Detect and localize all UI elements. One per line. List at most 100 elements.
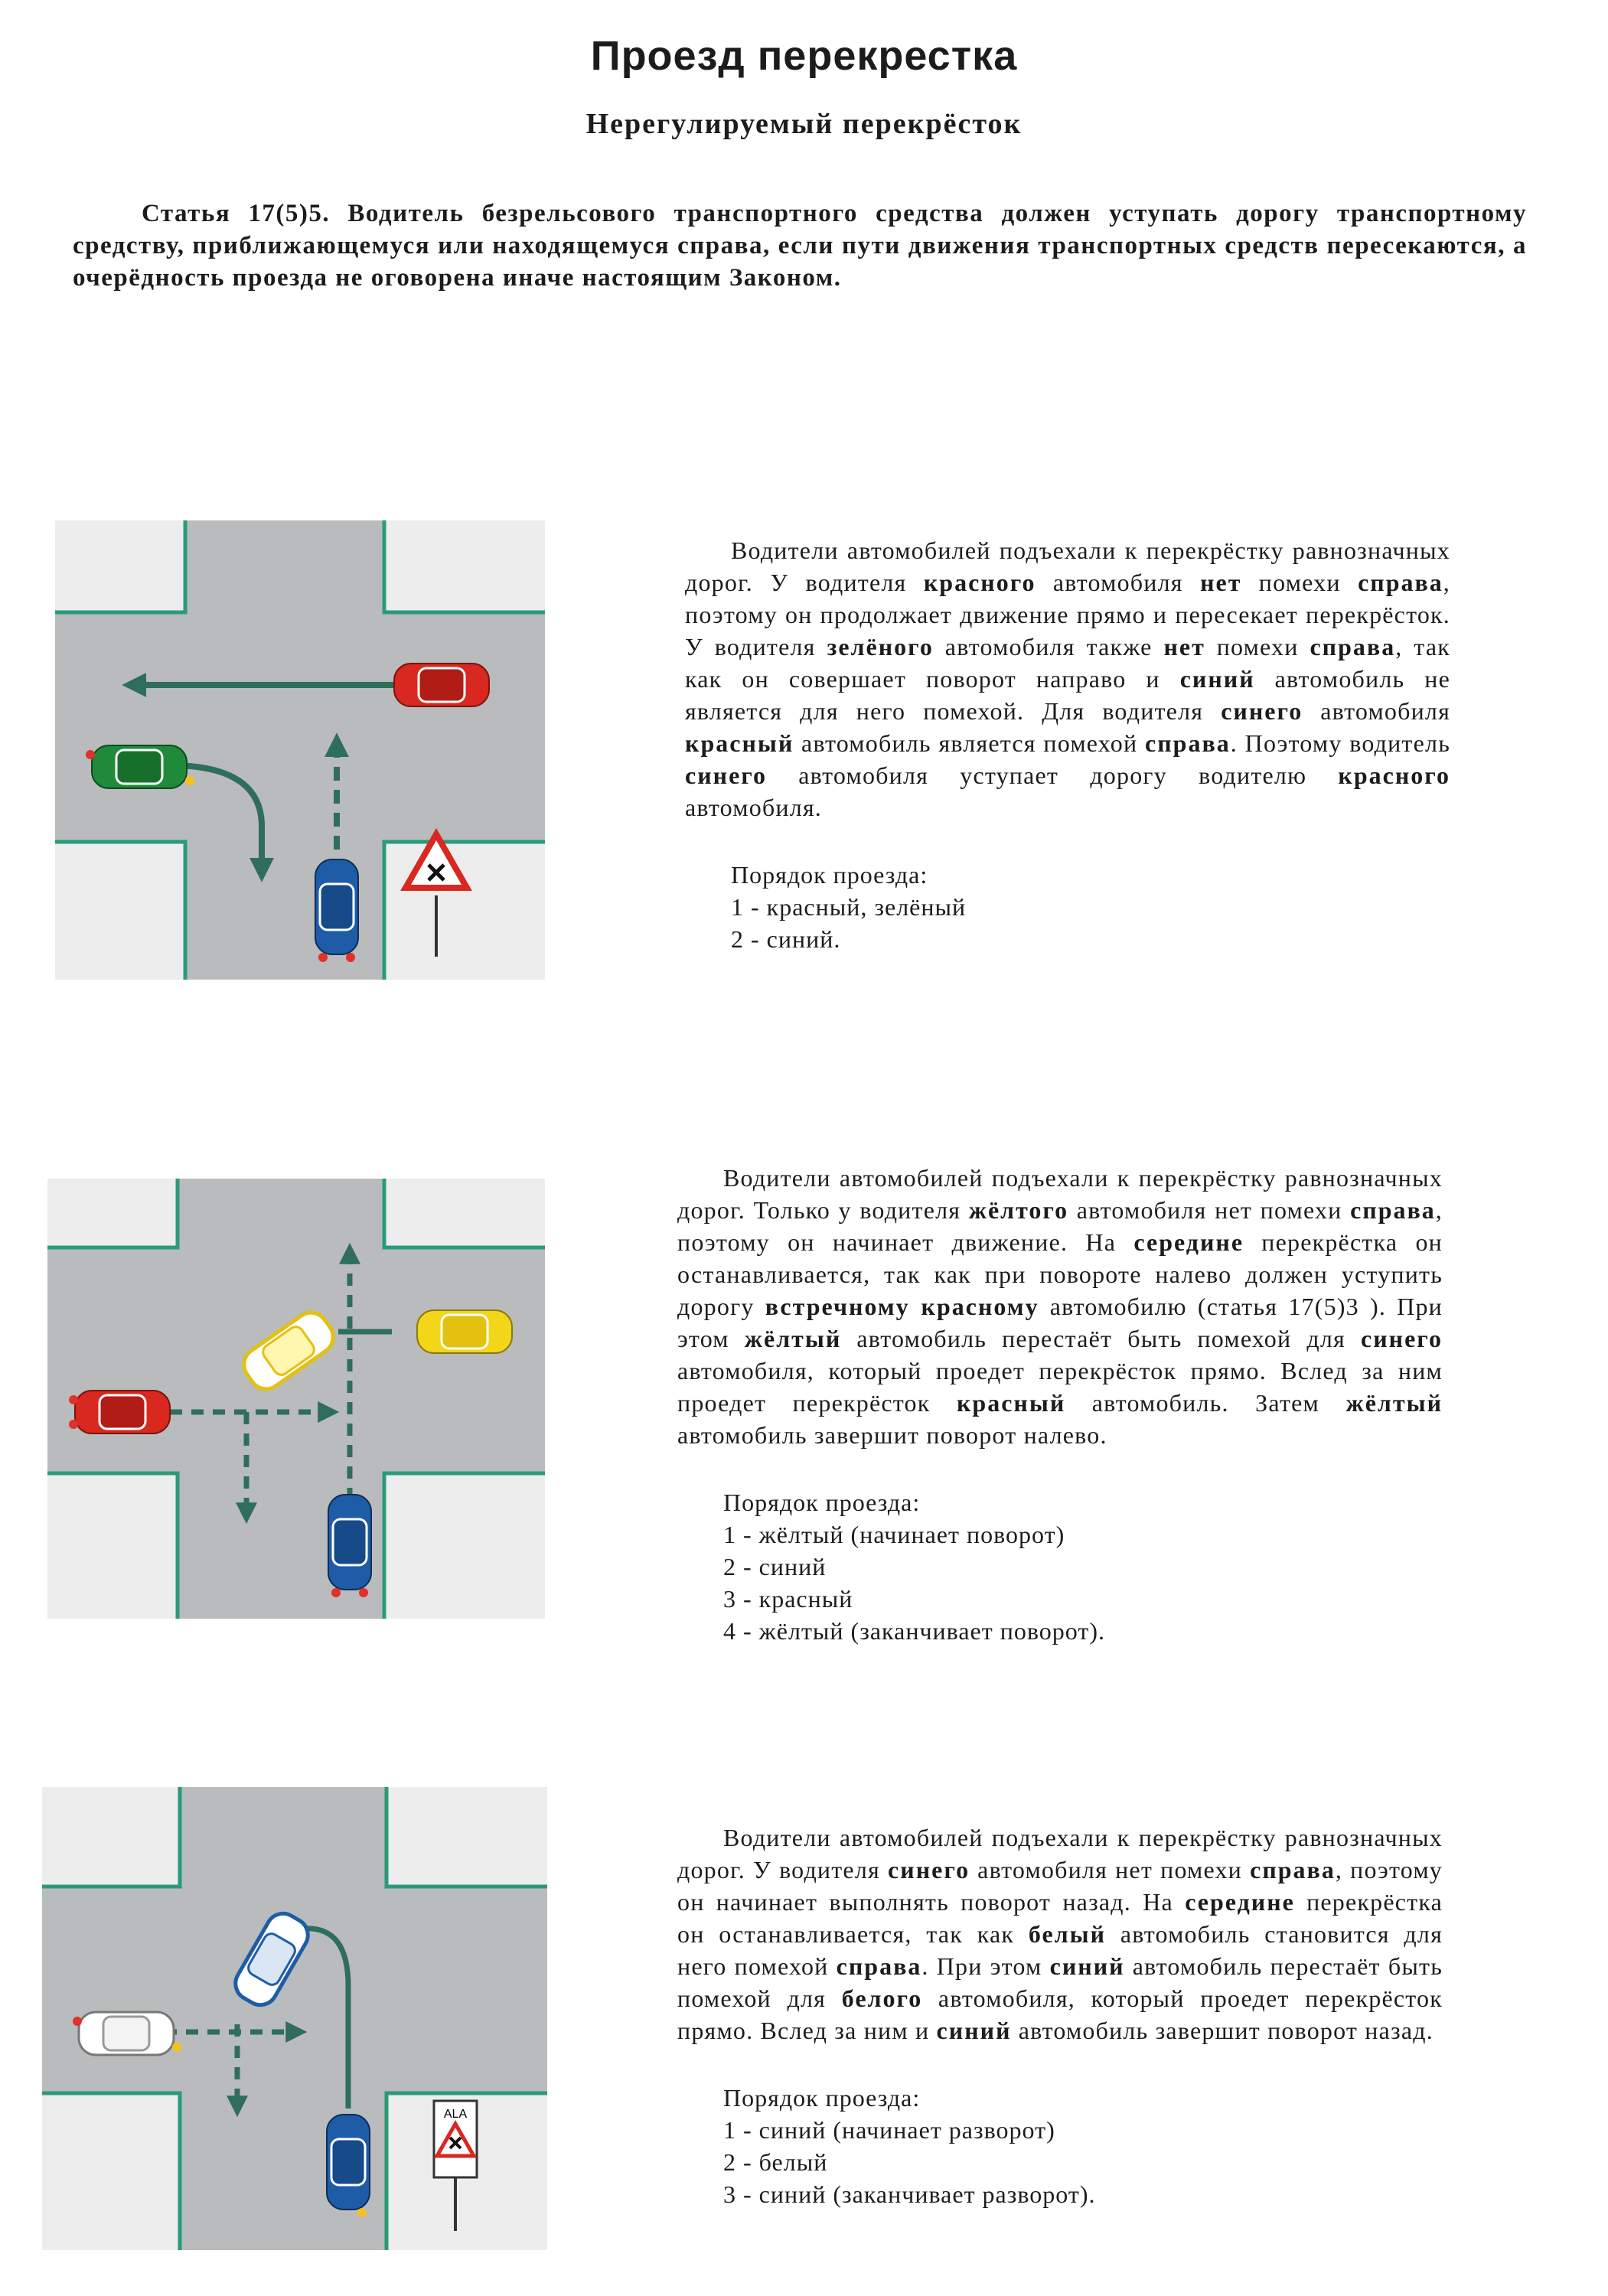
paragraph-text: автомобиль является помехой xyxy=(794,729,1146,757)
blue-car xyxy=(326,2114,370,2217)
red-car xyxy=(393,663,490,707)
emphasis-text: справа xyxy=(836,1952,922,1980)
paragraph-text: автомобиль становится для него помехой xyxy=(677,1920,1443,1980)
paragraph-text: автомобиля также xyxy=(933,633,1164,660)
paragraph-text: Водители автомобилей подъехали к перекрё… xyxy=(677,1824,1443,1883)
emphasis-text: белый xyxy=(1028,1920,1107,1948)
section-1-order: Порядок проезда: 1 - красный, зелёный 2 … xyxy=(685,859,966,955)
paragraph-text: автомобиля, который проедет перекрёсток … xyxy=(677,1357,1443,1417)
sidewalk-corner xyxy=(387,1787,547,1887)
emphasis-text: зелёного xyxy=(827,633,934,660)
emphasis-text: встречному красному xyxy=(765,1293,1039,1320)
paragraph-text: Водители автомобилей подъехали к перекрё… xyxy=(685,536,1450,596)
paragraph-text: автомобиль завершит поворот налево. xyxy=(677,1421,1107,1449)
priority-intersection-sign xyxy=(400,827,472,957)
emphasis-text: середине xyxy=(1133,1228,1244,1256)
paragraph-text: , поэтому он начинает движение. На xyxy=(677,1196,1443,1256)
order-item: 2 - белый xyxy=(723,2148,828,2176)
emphasis-text: жёлтый xyxy=(744,1325,842,1352)
paragraph-text: . Поэтому водитель xyxy=(1230,729,1450,757)
section-2-order: Порядок проезда: 1 - жёлтый (начинает по… xyxy=(677,1486,1105,1647)
paragraph-text: . При этом xyxy=(921,1952,1050,1980)
paragraph-text: автомобиля нет помехи xyxy=(1068,1196,1351,1224)
sidewalk-corner xyxy=(384,1473,545,1619)
emphasis-text: жёлтого xyxy=(968,1196,1069,1224)
section-3-order: Порядок проезда: 1 - синий (начинает раз… xyxy=(677,2082,1096,2210)
emphasis-text: синий xyxy=(1049,1952,1125,1980)
sidewalk-corner xyxy=(47,1179,178,1247)
sidewalk-corner xyxy=(42,2093,180,2250)
emphasis-text: белого xyxy=(841,1985,923,2012)
paragraph-text: помехи xyxy=(1241,569,1358,596)
emphasis-text: справа xyxy=(1310,633,1396,660)
emphasis-text: синего xyxy=(1221,697,1303,725)
emphasis-text: справа xyxy=(1250,1856,1336,1883)
emphasis-text: синий xyxy=(1179,665,1255,693)
blue-car xyxy=(315,859,359,962)
curb xyxy=(42,1787,547,2250)
emphasis-text: нет xyxy=(1200,569,1242,596)
paragraph-text: автомобиля. xyxy=(685,794,823,821)
curb xyxy=(47,1179,545,1619)
green-car-path-arrow xyxy=(169,762,274,882)
sidewalk-corner xyxy=(47,1473,178,1619)
paragraph-text: автомобиля уступает дорогу водителю xyxy=(767,762,1339,789)
emphasis-text: красного xyxy=(1338,762,1450,789)
paragraph-text: , поэтому он продолжает движение прямо и… xyxy=(685,569,1450,660)
order-item: 3 - красный xyxy=(723,1585,853,1613)
curb xyxy=(55,520,545,980)
emphasis-text: справа xyxy=(1350,1196,1436,1224)
emphasis-text: красный xyxy=(956,1389,1066,1417)
paragraph-text: перекрёстка он останавливается, так как … xyxy=(677,1228,1443,1320)
paragraph-text: , поэтому он начинает выполнять поворот … xyxy=(677,1856,1443,1916)
sign-with-plate: ALA xyxy=(432,2099,478,2231)
paragraph-text: помехи xyxy=(1205,633,1310,660)
paragraph-text: автомобиля нет помехи xyxy=(970,1856,1251,1883)
paragraph-text: автомобиля xyxy=(1303,697,1451,725)
section-2-paragraph: Водители автомобилей подъехали к перекрё… xyxy=(677,1162,1443,1451)
blue-car xyxy=(328,1494,372,1597)
sign-plate-label: ALA xyxy=(444,2108,468,2121)
yellow-car-turning xyxy=(242,1310,335,1391)
order-item: 3 - синий (заканчивает разворот). xyxy=(723,2180,1096,2208)
intersection-diagram-2 xyxy=(47,1179,545,1619)
order-item: 2 - синий xyxy=(723,1553,827,1580)
sidewalk-corner xyxy=(384,1179,545,1247)
paragraph-text: автомобилю (статья 17(5)3 ). При этом xyxy=(677,1293,1443,1352)
article-text: Статья 17(5)5. Водитель безрельсового тр… xyxy=(73,200,1527,292)
order-item: 1 - жёлтый (начинает поворот) xyxy=(723,1521,1065,1548)
emphasis-text: синего xyxy=(1360,1325,1443,1352)
blue-car-turning xyxy=(233,1911,310,2007)
emphasis-text: жёлтый xyxy=(1345,1389,1443,1417)
sidewalk-corner xyxy=(55,520,185,612)
paragraph-text: , так как он совершает поворот направо и xyxy=(685,633,1451,693)
emphasis-text: середине xyxy=(1185,1888,1295,1916)
paragraph-text: Водители автомобилей подъехали к перекрё… xyxy=(677,1164,1443,1224)
emphasis-text: синего xyxy=(888,1856,970,1883)
intersection-diagram-1 xyxy=(55,520,545,980)
sidewalk-corner xyxy=(384,520,545,612)
blue-car-uturn-arrow xyxy=(302,1926,351,2108)
order-heading: Порядок проезда: xyxy=(723,1489,921,1516)
emphasis-text: красный xyxy=(685,729,794,757)
emphasis-text: справа xyxy=(1358,569,1443,596)
page-subtitle: Нерегулируемый перекрёсток xyxy=(585,108,1023,140)
white-car xyxy=(73,2011,181,2056)
green-car xyxy=(86,745,194,789)
paragraph-text: перекрёстка он останавливается, так как xyxy=(677,1888,1443,1948)
order-item: 2 - синий. xyxy=(731,925,841,953)
order-heading: Порядок проезда: xyxy=(731,861,928,889)
section-3-paragraph: Водители автомобилей подъехали к перекрё… xyxy=(677,1821,1443,2047)
paragraph-text: автомобиль перестаёт быть помехой для xyxy=(677,1952,1443,2012)
order-item: 4 - жёлтый (заканчивает поворот). xyxy=(723,1617,1105,1645)
yellow-car xyxy=(416,1309,513,1354)
order-item: 1 - синий (начинает разворот) xyxy=(723,2116,1055,2144)
emphasis-text: красного xyxy=(923,569,1036,596)
paragraph-text: автомобиль перестаёт быть помехой для xyxy=(841,1325,1361,1352)
page-title: Проезд перекрестка xyxy=(590,33,1018,79)
sidewalk-corner xyxy=(55,842,185,980)
section-1-paragraph: Водители автомобилей подъехали к перекрё… xyxy=(685,534,1450,823)
emphasis-text: справа xyxy=(1145,729,1231,757)
order-heading: Порядок проезда: xyxy=(723,2084,921,2112)
sidewalk-corner xyxy=(384,842,545,980)
